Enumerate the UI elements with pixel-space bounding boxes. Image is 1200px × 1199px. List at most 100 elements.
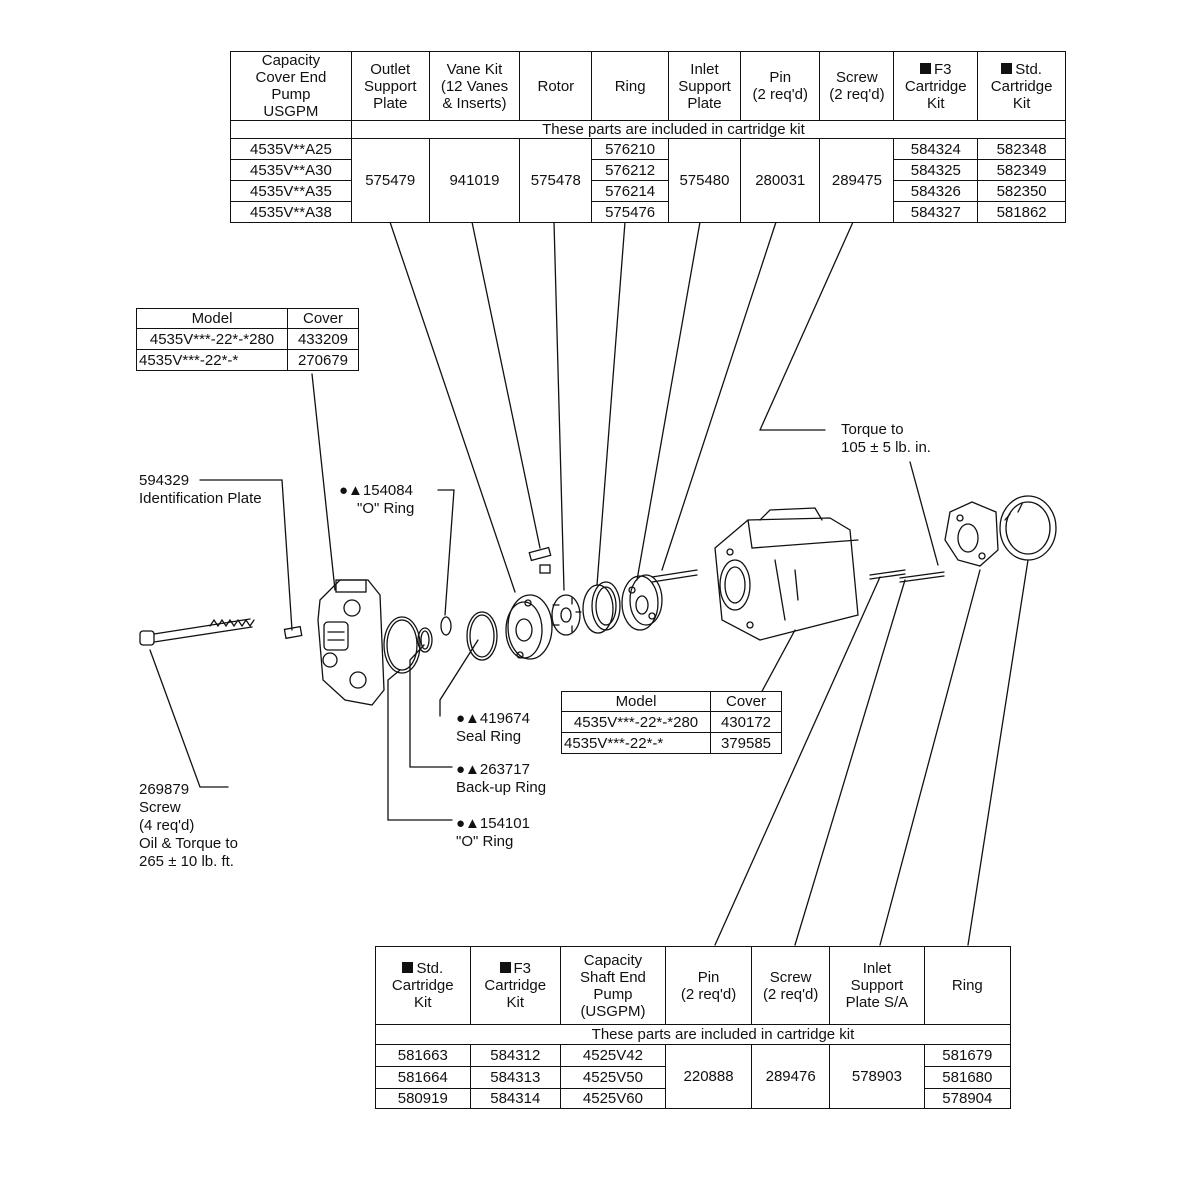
cover-table-mid: Model Cover 4535V***-22*-*280 430172 453… (561, 691, 782, 754)
screw-cell: 289476 (751, 1044, 831, 1109)
leader-cover-mid (759, 629, 796, 696)
col-screw: Screw(2 req'd) (751, 946, 831, 1025)
oring-small-part (440, 616, 452, 636)
model-cell: 4535V***-22*-* (136, 349, 288, 371)
ring-cell: 578904 (923, 1088, 1012, 1109)
capacity-cell: 4535V**A38 (230, 201, 352, 223)
col-rotor: Rotor (519, 51, 593, 121)
leader-rotor (553, 221, 565, 591)
circle-triangle-icon: ●▲ (339, 482, 363, 499)
model-cell: 4535V***-22*-*280 (136, 328, 288, 350)
inlet-plate-cell: 578903 (829, 1044, 925, 1109)
leader-oring-top (437, 489, 455, 616)
cover-header: Cover (710, 691, 782, 712)
col-vane-kit: Vane Kit(12 Vanes& Inserts) (428, 51, 521, 121)
outlet-plate-part (505, 594, 553, 660)
f3-kit-cell: 584324 (893, 138, 979, 160)
capacity-cell: 4525V50 (559, 1066, 666, 1089)
circle-triangle-icon: ●▲ (456, 761, 480, 778)
vane-kit-cell: 941019 (428, 138, 521, 223)
oring-top-callout: ●▲154084 "O" Ring (339, 482, 415, 517)
ring-cell: 576210 (591, 138, 669, 160)
leader-outlet-plate (389, 221, 516, 593)
f3-kit-cell: 584326 (893, 180, 979, 202)
std-kit-cell: 582349 (977, 159, 1066, 181)
std-kit-cell: 581862 (977, 201, 1066, 223)
std-kit-cell: 581664 (375, 1066, 471, 1089)
col-pin: Pin(2 req'd) (740, 51, 821, 121)
inlet-plate-part (621, 574, 663, 631)
seal-ring-part (466, 611, 498, 661)
leader-oring-bottom (387, 669, 453, 821)
cover-cell: 379585 (710, 732, 782, 754)
capacity-cell: 4525V60 (559, 1088, 666, 1109)
seal-ring-callout: ●▲419674 Seal Ring (456, 710, 530, 745)
leader-bottom-inlet (879, 569, 981, 946)
leader-seal (439, 639, 479, 717)
inlet-plate-cell: 575480 (667, 138, 742, 223)
leader-vane-kit (471, 221, 541, 549)
shaft-inlet-plate-part (944, 501, 999, 567)
leader-long-screw (149, 649, 229, 788)
square-icon (402, 962, 414, 973)
ident-plate-callout: 594329 Identification Plate (139, 472, 262, 507)
capacity-cell: 4525V42 (559, 1044, 666, 1067)
rotor-cell: 575478 (519, 138, 593, 223)
cover-cell: 430172 (710, 711, 782, 733)
pin-part (651, 569, 698, 578)
ident-plate-part (283, 625, 303, 640)
ring-cell: 581679 (923, 1044, 1012, 1067)
long-screw-part (139, 618, 255, 646)
oring-large-part (383, 616, 421, 674)
ring-cell: 576214 (591, 180, 669, 202)
std-kit-cell: 582350 (977, 180, 1066, 202)
cover-table-left: Model Cover 4535V***-22*-*280 433209 453… (136, 308, 359, 371)
capacity-cell: 4535V**A30 (230, 159, 352, 181)
cover-cell: 433209 (287, 328, 359, 350)
ring-cell: 576212 (591, 159, 669, 181)
std-kit-cell: 580919 (375, 1088, 471, 1109)
bottom-pin-part (869, 569, 906, 576)
leader-bottom-screw (794, 579, 906, 946)
f3-kit-cell: 584313 (469, 1066, 561, 1089)
f3-kit-cell: 584312 (469, 1044, 561, 1067)
square-icon (920, 62, 932, 74)
cover-end-part (317, 579, 385, 706)
bottom-screw-part (899, 571, 945, 579)
included-note: These parts are included in cartridge ki… (591, 1026, 855, 1043)
circle-triangle-icon: ●▲ (456, 815, 480, 832)
col-ring: Ring (591, 51, 669, 121)
cover-cell: 270679 (287, 349, 359, 371)
ring-cell: 581680 (923, 1066, 1012, 1089)
screw-callout: 269879 Screw (4 req'd) Oil & Torque to 2… (139, 781, 238, 870)
f3-kit-cell: 584314 (469, 1088, 561, 1109)
pin-cell: 220888 (664, 1044, 753, 1109)
f3-kit-cell: 584325 (893, 159, 979, 181)
shaft-ring-part (999, 495, 1057, 561)
capacity-cell: 4535V**A35 (230, 180, 352, 202)
leader-screw (759, 221, 854, 431)
col-pin: Pin(2 req'd) (664, 946, 753, 1025)
col-screw: Screw(2 req'd) (819, 51, 895, 121)
oring-bottom-callout: ●▲154101 "O" Ring (456, 815, 530, 850)
leader-bottom-ring (967, 559, 1029, 946)
model-cell: 4535V***-22*-* (561, 732, 711, 754)
std-kit-cell: 582348 (977, 138, 1066, 160)
included-note: These parts are included in cartridge ki… (542, 121, 805, 138)
screw-cell: 289475 (819, 138, 895, 223)
leader-cover-left (311, 373, 336, 591)
rotor-part (551, 594, 582, 636)
torque-callout: Torque to 105 ± 5 lb. in. (841, 421, 931, 456)
pin-cell: 280031 (740, 138, 821, 223)
std-kit-cell: 581663 (375, 1044, 471, 1067)
leader-bottom-pin (714, 576, 881, 946)
